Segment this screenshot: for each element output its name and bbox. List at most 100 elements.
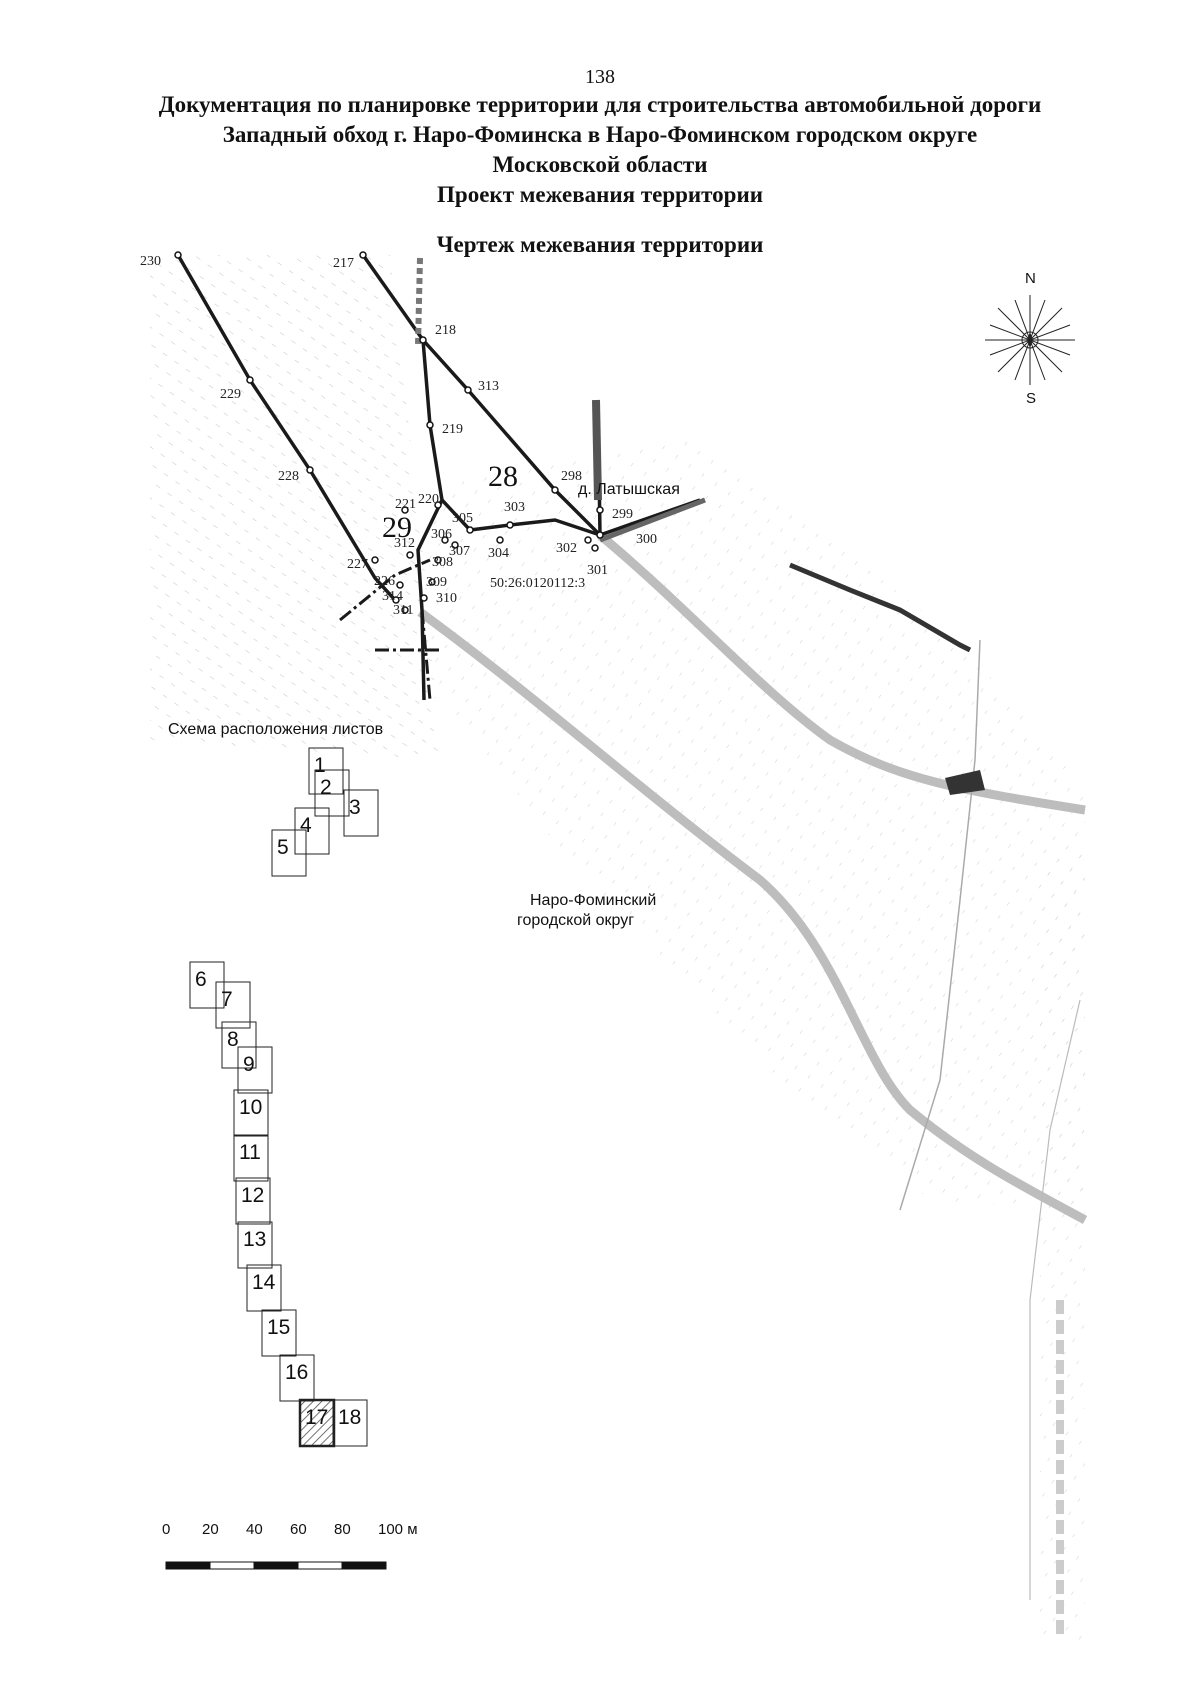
survey-point-label: 310 [436, 591, 457, 606]
sheet-number: 18 [338, 1406, 361, 1429]
survey-point-label: 219 [442, 422, 463, 437]
sheet-number: 4 [300, 814, 312, 837]
scale-segment [341, 1561, 387, 1570]
sheet-scheme-title: Схема расположения листов [168, 721, 383, 738]
survey-point-label: 220 [418, 492, 439, 507]
survey-point-label: 304 [488, 546, 509, 561]
survey-point-label: 298 [561, 469, 582, 484]
survey-point-marker [359, 251, 367, 259]
sheet-number: 2 [320, 776, 332, 799]
survey-point-marker [371, 556, 379, 564]
survey-point-label: 303 [504, 500, 525, 515]
survey-point-label: 308 [432, 555, 453, 570]
scale-tick-label: 80 [334, 1521, 351, 1538]
sheet-number: 1 [314, 754, 326, 777]
survey-point-label: 226 [374, 574, 395, 589]
compass-rose-icon: N S [985, 270, 1075, 407]
survey-point-marker [441, 536, 449, 544]
scale-segment [209, 1561, 255, 1570]
parcel-number-29: 29 [382, 511, 412, 544]
survey-point-marker [591, 544, 599, 552]
survey-point-marker [392, 596, 400, 604]
scale-tick-label: 60 [290, 1521, 307, 1538]
survey-point-label: 309 [426, 575, 447, 590]
survey-point-marker [434, 501, 442, 509]
village-strip-vertical [592, 399, 602, 501]
sheet-box [221, 1021, 257, 1069]
sheet-number: 6 [195, 968, 207, 991]
survey-point-marker [401, 606, 409, 614]
scale-segment [297, 1561, 343, 1570]
hatched-area-district [430, 440, 1085, 1210]
dark-block [945, 770, 985, 795]
scale-tick-label: 100 м [378, 1521, 418, 1538]
survey-point-marker [420, 594, 428, 602]
survey-point-label: 311 [393, 603, 413, 618]
survey-point-label: 300 [636, 532, 657, 547]
scale-tick-label: 20 [202, 1521, 219, 1538]
sheet-number: 8 [227, 1028, 239, 1051]
survey-point-label: 312 [394, 536, 415, 551]
sheet-number: 13 [243, 1228, 266, 1251]
sheet-box [279, 1354, 315, 1402]
dash-dot-lines [339, 558, 440, 701]
survey-point-marker [506, 521, 514, 529]
sheet-number: 15 [267, 1316, 290, 1339]
survey-point-label: 301 [587, 563, 608, 578]
sheet-number: 12 [241, 1184, 264, 1207]
sheet-box [237, 1046, 273, 1094]
survey-point-label: 307 [449, 544, 470, 559]
survey-point-marker [434, 556, 442, 564]
sheet-number: 10 [239, 1096, 262, 1119]
survey-point-label: 313 [478, 379, 499, 394]
sheet-box [237, 1221, 273, 1269]
sheet-number: 11 [239, 1141, 261, 1164]
sheet-number: 17 [305, 1406, 328, 1429]
scale-tick-label: 0 [162, 1521, 170, 1538]
scale-segment [165, 1561, 211, 1570]
village-label: д. Латышская [578, 481, 680, 498]
survey-point-label: 230 [140, 254, 161, 269]
sheet-box [261, 1309, 297, 1357]
survey-point-label: 221 [395, 497, 416, 512]
survey-point-label: 302 [556, 541, 577, 556]
survey-point-marker [466, 526, 474, 534]
survey-point-marker [451, 541, 459, 549]
district-boundary [899, 639, 981, 1211]
hatched-area-east [1040, 840, 1085, 1640]
survey-point-label: 218 [435, 323, 456, 338]
district-label-line1: Наро-Фоминский [530, 892, 656, 909]
drawing-title: Чертеж межевания территории [436, 232, 764, 257]
survey-point-marker [464, 386, 472, 394]
cadastral-number: 50:26:0120112:3 [490, 576, 585, 591]
sheet-number: 5 [277, 836, 289, 859]
district-label-line2: городской округ [517, 912, 634, 929]
parcel-number-28: 28 [488, 460, 518, 493]
survey-point-marker [246, 376, 254, 384]
header-line-4: Проект межевания территории [437, 182, 763, 207]
survey-point-marker [401, 506, 409, 514]
survey-point-label: 314 [382, 589, 403, 604]
survey-point-marker [596, 506, 604, 514]
hatched-area-west [150, 255, 440, 760]
sheet-box [233, 1134, 269, 1182]
scale-segment [253, 1561, 299, 1570]
document-header: Документация по планировке территории дл… [0, 90, 1200, 210]
header-line-2: Западный обход г. Наро-Фоминска в Наро-Ф… [222, 122, 978, 147]
survey-point-label: 305 [452, 511, 473, 526]
survey-point-label: 229 [220, 387, 241, 402]
sheet-box [246, 1264, 282, 1312]
header-line-1: Документация по планировке территории дл… [158, 92, 1042, 117]
survey-point-label: 228 [278, 469, 299, 484]
survey-point-marker [584, 536, 592, 544]
district-boundary-east [1029, 999, 1081, 1600]
sheet-box [189, 961, 225, 1009]
sheet-box [308, 747, 344, 795]
survey-point-label: 217 [333, 256, 354, 271]
survey-point-marker [406, 551, 414, 559]
sheet-number: 14 [252, 1271, 276, 1294]
dark-strip-east [789, 562, 972, 653]
sheet-number: 9 [243, 1053, 255, 1076]
